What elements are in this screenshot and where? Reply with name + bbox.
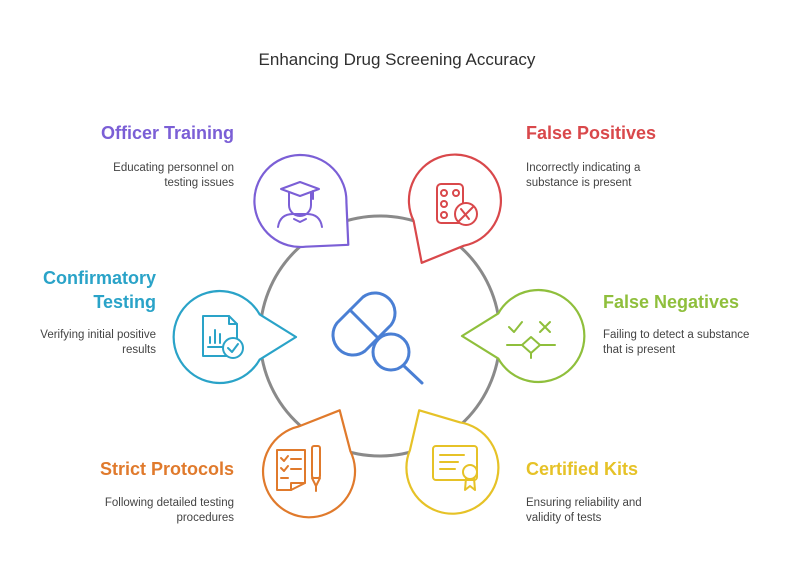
confirmatory-testing-title-line: Confirmatory (42, 268, 156, 288)
pill-magnifier-icon (331, 291, 424, 385)
strict-protocols-desc-line: Following detailed testing (104, 497, 234, 509)
false-negatives-title: False Negatives (603, 292, 740, 312)
pin-false-positives (407, 153, 502, 264)
graduate-icon (277, 181, 323, 228)
certified-kits-title: Certified Kits (526, 459, 639, 479)
certified-kits-desc-line: validity of tests (526, 512, 602, 524)
false-negatives-desc-line: Failing to detect a substance (603, 329, 750, 341)
strict-protocols-desc: Following detailed testing procedures (40, 496, 234, 526)
certified-kits-desc-line: Ensuring reliability and (526, 497, 642, 509)
certificate-icon (432, 445, 478, 491)
certified-kits-desc: Ensuring reliability and validity of tes… (526, 496, 766, 526)
false-positives-desc: Incorrectly indicating a substance is pr… (526, 161, 766, 191)
pin-confirmatory-testing (172, 289, 298, 385)
false-positives-title: False Positives (526, 123, 657, 143)
false-positives-desc-line: substance is present (526, 177, 632, 189)
report-check-icon (202, 315, 244, 359)
page-title: Enhancing Drug Screening Accuracy (258, 50, 536, 69)
confirmatory-testing-desc-line: Verifying initial positive (40, 329, 156, 341)
false-negatives-desc: Failing to detect a substance that is pr… (603, 328, 788, 358)
strict-protocols-title: Strict Protocols (99, 459, 234, 479)
officer-training-desc-line: Educating personnel on (113, 162, 234, 174)
pin-strict-protocols (261, 409, 357, 519)
pin-false-negatives (460, 288, 586, 384)
pin-certified-kits (405, 409, 500, 515)
officer-training-desc: Educating personnel on testing issues (40, 161, 234, 191)
pill-blister-icon (436, 183, 478, 226)
confirmatory-testing-title-line: Testing (93, 292, 156, 312)
checklist-pen-icon (276, 445, 321, 492)
strict-protocols-desc-line: procedures (176, 512, 234, 524)
confirmatory-testing-title: Confirmatory Testing (10, 266, 156, 314)
false-negatives-desc-line: that is present (603, 344, 676, 356)
officer-training-desc-line: testing issues (164, 177, 234, 189)
officer-training-title: Officer Training (100, 123, 234, 143)
confirmatory-testing-desc-line: results (122, 344, 156, 356)
pin-officer-training (253, 153, 350, 249)
confirmatory-testing-desc: Verifying initial positive results (10, 328, 156, 358)
decision-icon (506, 321, 556, 359)
false-positives-desc-line: Incorrectly indicating a (526, 162, 641, 174)
